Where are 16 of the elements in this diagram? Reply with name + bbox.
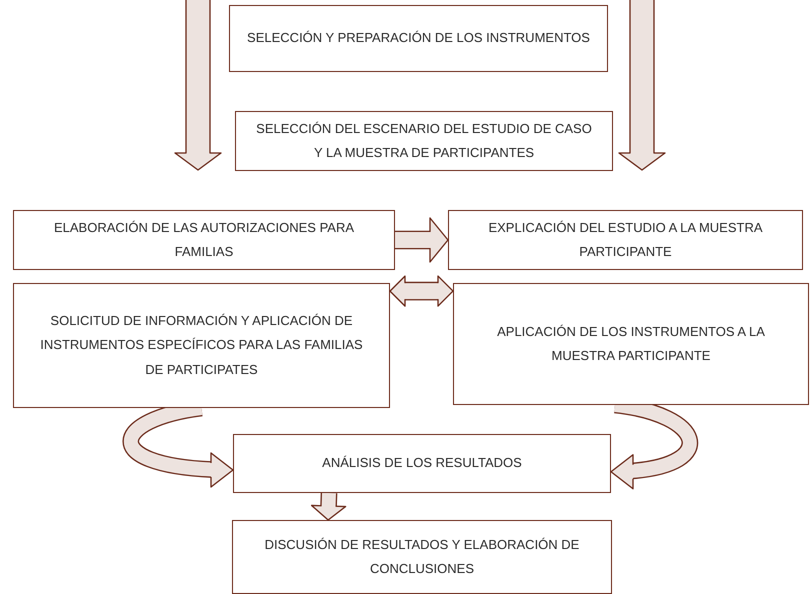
box-label: SOLICITUD DE INFORMACIÓN Y APLICACIÓN DE INSTRUMENTOS ESPECÍFICOS PARA LAS FAMILIAS DE PARTICIPATES <box>39 312 364 379</box>
box-label: APLICACIÓN DE LOS INSTRUMENTOS A LA MUESTRA PARTICIPANTE <box>496 322 766 365</box>
process-box <box>13 210 395 270</box>
box-label: EXPLICACIÓN DEL ESTUDIO A LA MUESTRA PARTICIPANTE <box>487 218 764 261</box>
process-box <box>229 5 608 72</box>
box-label: ANÁLISIS DE LOS RESULTADOS <box>322 454 522 472</box>
process-box <box>13 283 390 408</box>
box-label: ELABORACIÓN DE LAS AUTORIZACIONES PARA FAMILIAS <box>52 218 356 261</box>
process-box <box>235 111 613 171</box>
box-label: DISCUSIÓN DE RESULTADOS Y ELABORACIÓN DE CONCLUSIONES <box>264 536 580 578</box>
process-box <box>232 520 612 594</box>
process-box <box>448 210 803 270</box>
process-box <box>233 434 611 493</box>
process-box <box>453 283 809 405</box>
box-label: SELECCIÓN Y PREPARACIÓN DE LOS INSTRUMENTOS <box>247 29 590 48</box>
box-label: SELECCIÓN DEL ESCENARIO DEL ESTUDIO DE CASO Y LA MUESTRA DE PARTICIPANTES <box>255 120 593 162</box>
